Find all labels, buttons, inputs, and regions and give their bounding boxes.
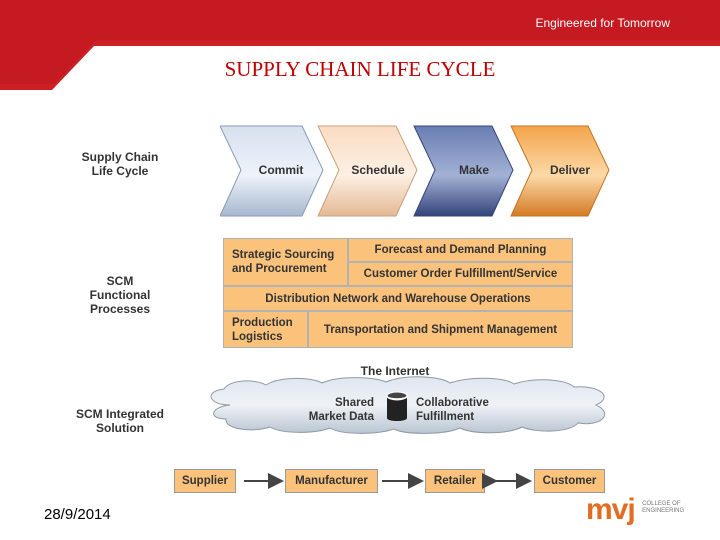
shared-market-data-label: Shared Market Data xyxy=(308,397,374,423)
stage-label-commit: Commit xyxy=(259,163,304,177)
life-cycle-chevrons: Commit Schedule Make Deliver xyxy=(220,125,610,217)
slide-date: 28/9/2014 xyxy=(44,506,111,523)
chevron-deliver: Deliver xyxy=(510,125,610,217)
stage-label-deliver: Deliver xyxy=(550,163,590,177)
process-distribution: Distribution Network and Warehouse Opera… xyxy=(223,286,573,311)
process-customer-order: Customer Order Fulfillment/Service xyxy=(348,262,573,286)
logo-line-1: COLLEGE OF xyxy=(642,501,681,507)
process-transportation: Transportation and Shipment Management xyxy=(308,311,573,348)
logo-line-2: ENGINEERING xyxy=(642,508,685,514)
header-banner xyxy=(0,0,720,90)
stage-label-schedule: Schedule xyxy=(351,163,405,177)
row-label-functional-processes: SCM Functional Processes xyxy=(89,274,151,316)
chevron-make: Make xyxy=(413,125,514,217)
node-retailer: Retailer xyxy=(425,469,485,493)
chain-arrows xyxy=(244,473,532,489)
slide-title: SUPPLY CHAIN LIFE CYCLE xyxy=(224,57,496,81)
internet-cloud xyxy=(210,376,606,434)
process-strategic-sourcing: Strategic Sourcing and Procurement xyxy=(223,238,348,286)
database-icon xyxy=(386,391,408,421)
logo-mark: mvj xyxy=(586,493,636,526)
tagline: Engineered for Tomorrow xyxy=(535,16,670,30)
stage-label-make: Make xyxy=(459,163,489,177)
process-forecast-demand: Forecast and Demand Planning xyxy=(348,238,573,262)
collaborative-fulfillment-label: Collaborative Fulfillment xyxy=(416,397,489,423)
internet-label: The Internet xyxy=(360,364,430,378)
chevron-commit: Commit xyxy=(220,125,324,217)
functional-processes-grid: Strategic Sourcing and Procurement Forec… xyxy=(223,238,573,348)
node-manufacturer: Manufacturer xyxy=(285,469,378,493)
node-customer: Customer xyxy=(534,469,605,493)
row-label-integrated-solution: SCM Integrated Solution xyxy=(75,407,164,435)
process-production-logistics: Production Logistics xyxy=(223,311,308,348)
node-supplier: Supplier xyxy=(174,469,236,493)
chevron-schedule: Schedule xyxy=(317,125,418,217)
row-label-life-cycle: Supply Chain Life Cycle xyxy=(81,150,159,178)
college-logo: mvj COLLEGE OF ENGINEERING xyxy=(586,493,684,527)
